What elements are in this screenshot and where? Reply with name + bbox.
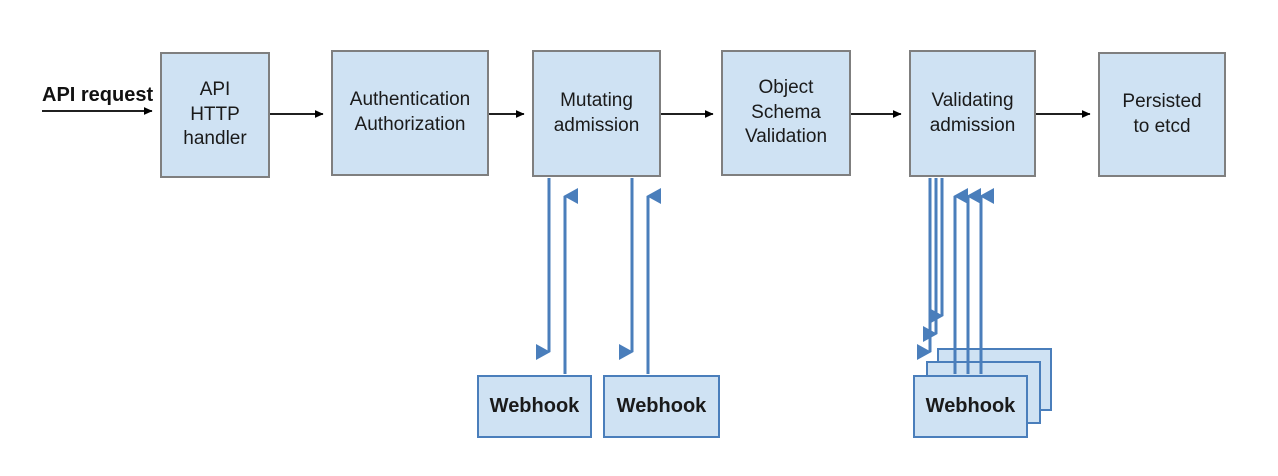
- webhook-box-mutating-1[interactable]: Webhook: [477, 375, 592, 438]
- stage-box-mutating-admission[interactable]: Mutating admission: [532, 50, 661, 177]
- stage-line: Validation: [744, 126, 828, 148]
- webhook-box-validating-front[interactable]: Webhook: [913, 375, 1028, 438]
- stage-line: Mutating: [560, 89, 633, 111]
- stage-line: admission: [929, 114, 1016, 136]
- stage-box-persisted-to-etcd[interactable]: Persisted to etcd: [1098, 52, 1226, 177]
- stage-line: HTTP: [190, 103, 240, 125]
- stage-box-validating-admission[interactable]: Validating admission: [909, 50, 1036, 177]
- stage-line: handler: [183, 128, 247, 150]
- stage-line: to etcd: [1133, 115, 1191, 137]
- stage-box-authentication-authorization[interactable]: Authentication Authorization: [331, 50, 489, 176]
- stage-line: Authorization: [354, 114, 466, 135]
- stage-line: Validating: [931, 89, 1014, 111]
- stage-line: Persisted: [1122, 90, 1202, 112]
- stage-box-api-http-handler[interactable]: API HTTP handler: [160, 52, 270, 178]
- stage-line: admission: [553, 114, 640, 136]
- stage-line: Object: [758, 76, 814, 98]
- stage-line: API: [199, 78, 231, 100]
- stage-box-object-schema-validation[interactable]: Object Schema Validation: [721, 50, 851, 176]
- stage-line: Schema: [751, 101, 821, 123]
- stage-line: Authentication: [349, 89, 471, 111]
- api-request-label: API request: [42, 84, 154, 106]
- webhook-box-mutating-2[interactable]: Webhook: [603, 375, 720, 438]
